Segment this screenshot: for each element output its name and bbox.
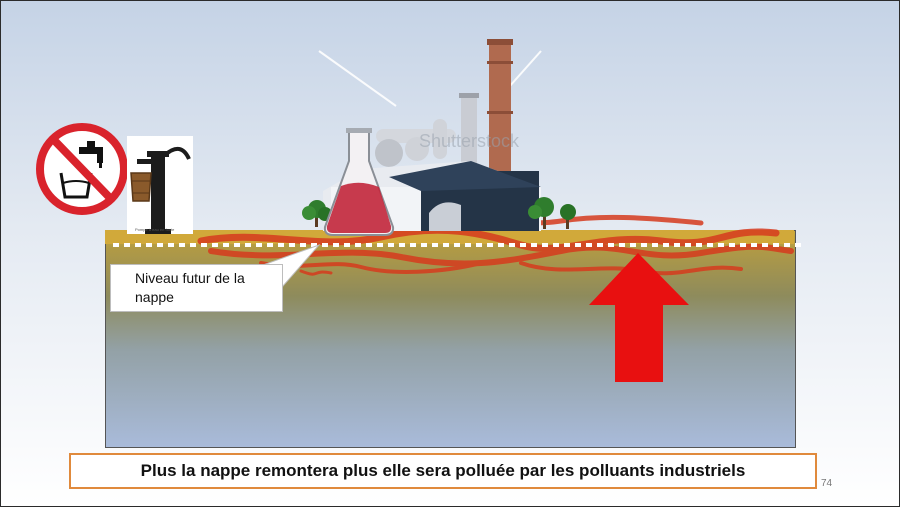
pump-caption: Pompe à eau en fonte <box>135 227 175 232</box>
watermark-text: Shutterstock <box>419 131 520 151</box>
page-number: 74 <box>821 478 833 489</box>
water-level-label: Niveau futur de la nappe <box>110 264 283 312</box>
water-level-label-text: Niveau futur de la nappe <box>135 270 245 305</box>
caption-text: Plus la nappe remontera plus elle sera p… <box>140 461 746 480</box>
caption-box: Plus la nappe remontera plus elle sera p… <box>69 453 817 489</box>
tree-right <box>528 197 576 229</box>
